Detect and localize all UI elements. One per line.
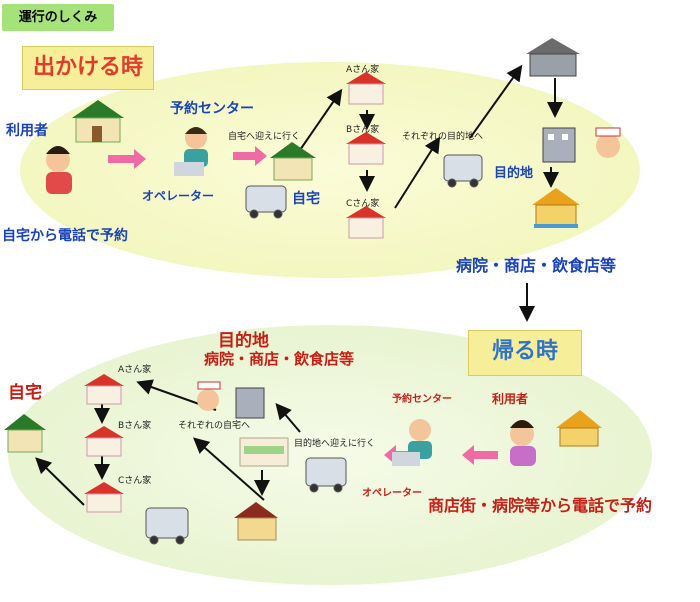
operator-label: オペレーター <box>142 189 215 203</box>
return-c-house-label: Cさん家 <box>118 476 152 486</box>
center-label: 予約センター <box>170 101 254 117</box>
each-home-label: それぞれの自宅へ <box>178 421 251 431</box>
return-a-house-label: Aさん家 <box>118 365 152 375</box>
return-operator-label: オペレーター <box>362 488 422 499</box>
section-tab: 運行のしくみ <box>2 4 114 31</box>
c-house-label: Cさん家 <box>346 199 380 209</box>
return-pickup-label: 目的地へ迎えに行く <box>294 439 376 449</box>
user-label: 利用者 <box>6 123 48 139</box>
a-house-label: Aさん家 <box>346 65 380 75</box>
dest-label: 目的地 <box>494 166 534 181</box>
return-dest-title: 目的地 <box>218 331 269 351</box>
each-dest-label: それぞれの目的地へ <box>402 132 484 142</box>
call-label: 自宅から電話で予約 <box>2 228 128 244</box>
b-house-label: Bさん家 <box>346 125 380 135</box>
home-label: 自宅 <box>292 191 320 207</box>
return-user-label: 利用者 <box>492 392 529 406</box>
go-area <box>20 62 640 278</box>
return-dest-types: 病院・商店・飲食店等 <box>204 350 355 368</box>
return-b-house-label: Bさん家 <box>118 421 152 431</box>
person-icon <box>46 127 621 466</box>
van-icon <box>145 154 483 545</box>
pickup-label: 自宅へ迎えに行く <box>228 132 301 142</box>
shop-icon <box>239 188 602 467</box>
dest-types-label: 病院・商店・飲食店等 <box>456 256 617 275</box>
return-center-label: 予約センター <box>392 394 452 405</box>
house-icon <box>4 72 386 541</box>
return-badge: 帰る時 <box>468 330 582 376</box>
building-icon <box>235 38 580 419</box>
go-badge: 出かける時 <box>22 46 154 90</box>
return-home-label: 自宅 <box>8 383 42 403</box>
return-call-label: 商店街・病院等から電話で予約 <box>428 496 653 515</box>
